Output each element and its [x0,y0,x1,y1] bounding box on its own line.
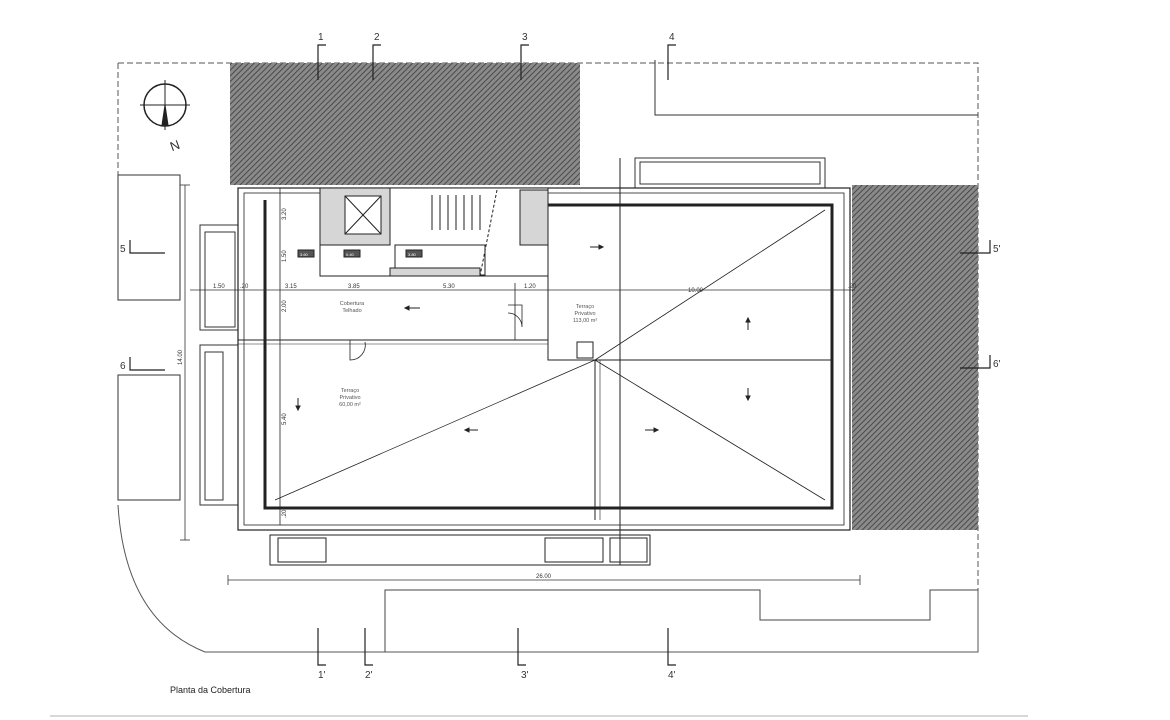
room-label: Privativo [339,395,360,401]
section-markers [129,44,991,666]
dimension-label: .20 [240,284,249,290]
section-label: 2' [365,670,373,681]
section-label: 5 [120,244,126,255]
section-label: 6' [993,359,1001,370]
dimension-label: 5.40 [282,413,288,425]
dimension-label: 1.20 [524,284,536,290]
room-label: Terraço [341,388,359,394]
dimension-label: 3.85 [348,284,360,290]
dimension-label: .20 [282,509,288,518]
stair-elevator-core [297,187,594,359]
section-label: 4 [669,32,675,43]
room-label: Cobertura [340,301,365,307]
dimension-label: 3.20 [282,208,288,220]
core-label: 0.40 [346,252,355,257]
room-label: 113,00 m² [573,318,598,324]
core-label: 3.60 [300,252,309,257]
section-label: 1 [318,32,324,43]
dimension-labels: 1.50 .20 3.15 3.85 5.30 1.20 10.00 .20 2… [178,208,857,580]
neighbor-bottom [384,589,978,652]
dimension-label: 5.30 [443,284,455,290]
dimension-lines [180,184,861,585]
section-label: 6 [120,361,126,372]
drawing-caption: Planta da Cobertura [170,685,251,695]
room-label: Privativo [574,311,595,317]
section-label: 3' [521,670,529,681]
section-label: 1' [318,670,326,681]
section-label: 5' [993,244,1001,255]
balconies-bottom [269,534,651,566]
section-label: 4' [668,670,676,681]
neighbor-left [117,174,239,506]
hatched-neighbor-top [230,63,580,185]
room-label: Telhado [342,308,361,314]
dimension-label: 1.50 [213,284,225,290]
hatched-neighbor-right [852,185,978,530]
dimension-label: .20 [848,284,857,290]
north-label: N [168,137,182,154]
dimension-label: 3.15 [285,284,297,290]
core-label: 3.80 [408,252,417,257]
neighbor-outline-top-right [634,60,978,189]
slope-arrows [295,244,751,433]
section-label: 3 [522,32,528,43]
dimension-label: 2.00 [282,300,288,312]
dimension-label: 10.00 [688,288,704,294]
room-label: Terraço [576,304,594,310]
room-label: 60,00 m² [339,402,361,408]
left-overall-label: 14.00 [178,349,184,365]
north-compass-icon [140,80,190,130]
dimension-label: 1.50 [282,250,288,262]
section-label: 2 [374,32,380,43]
overall-width-label: 26.00 [536,574,552,580]
